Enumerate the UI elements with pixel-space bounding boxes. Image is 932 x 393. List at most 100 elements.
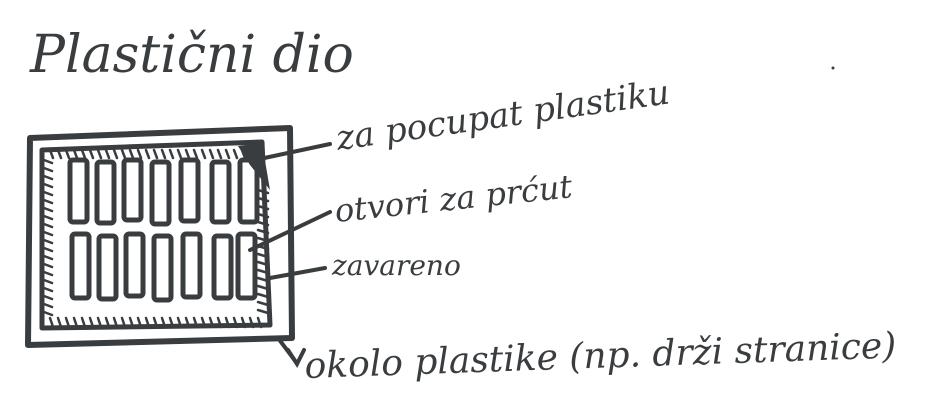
weld-tick xyxy=(42,190,54,197)
label-okolo: okolo plastike (np. drži stranice) xyxy=(304,325,897,387)
slot xyxy=(235,231,258,301)
weld-tick xyxy=(192,148,199,160)
weld-tick xyxy=(256,316,263,329)
weld-tick xyxy=(42,262,54,269)
leader-otvori xyxy=(248,210,332,252)
weld-tick xyxy=(256,204,270,211)
weld-tick xyxy=(42,198,54,205)
weld-tick xyxy=(152,148,159,160)
weld-tick xyxy=(42,286,54,293)
weld-tick xyxy=(42,238,54,245)
weld-tick xyxy=(208,148,215,160)
weld-tick xyxy=(64,316,71,329)
weld-tick xyxy=(256,268,270,275)
weld-tick xyxy=(120,148,127,160)
weld-tick xyxy=(256,276,270,283)
slot xyxy=(180,231,203,300)
leader-pocupat xyxy=(253,142,332,162)
label-pocupat: za pocupat plastiku xyxy=(333,73,672,160)
weld-tick xyxy=(42,278,54,285)
weld-tick xyxy=(42,174,54,181)
slot xyxy=(209,159,232,225)
weld-tick xyxy=(42,246,54,253)
weld-tick xyxy=(176,148,183,160)
weld-tick xyxy=(216,148,223,160)
weld-tick xyxy=(256,284,270,291)
weld-tick xyxy=(256,196,270,203)
weld-tick xyxy=(216,316,223,329)
slot-openings xyxy=(67,157,260,303)
outer-frame xyxy=(25,125,295,348)
weld-hatching xyxy=(42,148,270,329)
weld-tick xyxy=(42,182,54,189)
weld-tick xyxy=(42,230,54,237)
weld-tick xyxy=(192,316,199,329)
diagram-title: Plastični dio xyxy=(29,25,354,85)
weld-tick xyxy=(42,294,54,301)
slot xyxy=(178,157,201,224)
weld-tick xyxy=(168,316,175,329)
weld-tick xyxy=(144,316,151,329)
weld-tick xyxy=(88,148,95,160)
weld-tick xyxy=(42,302,54,309)
weld-tick xyxy=(184,148,191,160)
slot xyxy=(123,231,146,299)
weld-tick xyxy=(112,148,119,160)
weld-tick xyxy=(88,316,95,329)
arrowhead-okolo xyxy=(286,348,306,369)
weld-tick xyxy=(80,148,87,160)
weld-tick xyxy=(112,316,119,329)
slot xyxy=(237,157,260,225)
weld-tick xyxy=(136,148,143,160)
weld-tick xyxy=(256,220,270,227)
weld-tick xyxy=(256,188,270,195)
weld-tick xyxy=(240,316,247,329)
weld-tick xyxy=(152,316,159,329)
ink-dot xyxy=(831,66,835,70)
weld-tick xyxy=(42,310,54,317)
weld-tick xyxy=(128,148,135,160)
label-zavareno: zavareno xyxy=(331,249,461,282)
weld-tick xyxy=(256,308,270,315)
slot xyxy=(149,159,172,227)
weld-tick xyxy=(56,316,63,329)
weld-tick xyxy=(96,148,103,160)
weld-tick xyxy=(160,316,167,329)
weld-tick xyxy=(232,316,239,329)
weld-tick xyxy=(144,148,151,160)
leader-lines xyxy=(248,142,332,369)
weld-tick xyxy=(96,316,103,329)
weld-tick xyxy=(42,214,54,221)
weld-tick xyxy=(248,316,255,329)
weld-tick xyxy=(200,148,207,160)
weld-tick xyxy=(160,148,167,160)
weld-tick xyxy=(72,316,79,329)
weld-tick xyxy=(168,148,175,160)
label-otvori: otvori za prćut xyxy=(333,167,574,230)
weld-tick xyxy=(256,292,270,299)
slot xyxy=(96,233,119,302)
slot xyxy=(151,233,174,303)
weld-tick xyxy=(128,316,135,329)
weld-tick xyxy=(42,158,54,165)
weld-tick xyxy=(176,316,183,329)
weld-tick xyxy=(120,316,127,329)
weld-tick xyxy=(42,222,54,229)
weld-tick xyxy=(224,316,231,329)
weld-tick xyxy=(256,228,270,235)
inner-panel xyxy=(39,139,273,331)
weld-tick xyxy=(104,316,111,329)
slot xyxy=(94,159,117,226)
leader-zavareno xyxy=(268,266,327,280)
weld-tick xyxy=(42,206,54,213)
slot xyxy=(69,231,92,301)
weld-tick xyxy=(48,316,55,329)
weld-tick xyxy=(136,316,143,329)
weld-tick xyxy=(256,260,270,267)
weld-tick xyxy=(42,270,54,277)
weld-tick xyxy=(48,148,55,160)
weld-tick xyxy=(256,252,270,259)
weld-tick xyxy=(200,316,207,329)
weld-tick xyxy=(80,316,87,329)
